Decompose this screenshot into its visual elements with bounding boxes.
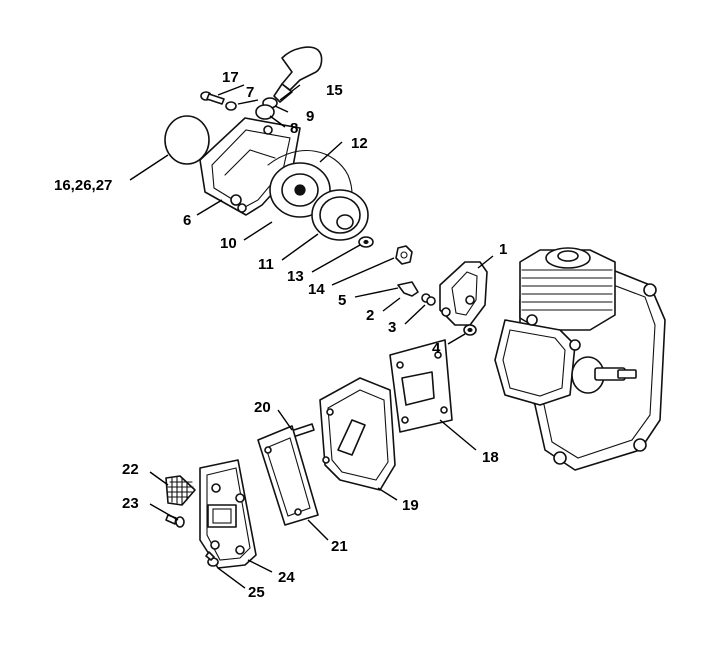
label-part-11: 11: [258, 256, 274, 273]
label-part-19: 19: [402, 497, 419, 514]
engine-block: [494, 247, 666, 471]
part-23-screw: [165, 514, 185, 528]
part-15-starter-grip: [273, 46, 323, 103]
label-part-21: 21: [331, 538, 348, 555]
label-part-1: 1: [499, 241, 507, 258]
label-part-6: 6: [183, 212, 191, 229]
part-7-washer: [225, 101, 237, 111]
label-part-25: 25: [248, 584, 265, 601]
label-part-20: 20: [254, 399, 271, 416]
part-labels: 17 7 15 9 8 12 16,26,27 6 10 11 13 14 1 …: [54, 69, 507, 601]
part-4-washer: [463, 324, 477, 336]
part-13-washer: [358, 236, 374, 248]
part-18-gasket: [389, 339, 453, 433]
part-16-decal: [164, 115, 210, 165]
label-part-10: 10: [220, 235, 237, 252]
label-part-8: 8: [290, 120, 298, 137]
part-2-pawl: [397, 281, 419, 297]
part-17-screw: [200, 91, 225, 105]
label-part-16-26-27: 16,26,27: [54, 177, 112, 194]
part-25-screw: [205, 551, 219, 567]
part-22-screen: [165, 475, 196, 506]
label-part-23: 23: [122, 495, 139, 512]
part-14-nut: [395, 245, 413, 265]
label-part-3: 3: [388, 319, 396, 336]
label-part-15: 15: [326, 82, 343, 99]
part-6-fan-housing: [199, 117, 301, 216]
label-part-12: 12: [351, 135, 368, 152]
label-part-17: 17: [222, 69, 239, 86]
label-part-22: 22: [122, 461, 139, 478]
label-part-14: 14: [308, 281, 325, 298]
part-11-rope-rotor: [311, 189, 369, 241]
label-part-24: 24: [278, 569, 295, 586]
label-part-13: 13: [287, 268, 304, 285]
label-part-2: 2: [366, 307, 374, 324]
label-part-9: 9: [306, 108, 314, 125]
label-part-4: 4: [432, 340, 441, 357]
part-24-end-plate: [199, 459, 257, 569]
part-19-intake-manifold: [319, 377, 396, 491]
label-part-7: 7: [246, 84, 254, 101]
part-21-gasket: [257, 425, 319, 526]
leader-lines: [129, 84, 494, 589]
label-part-5: 5: [338, 292, 346, 309]
label-part-18: 18: [482, 449, 499, 466]
part-3-spring: [421, 293, 436, 306]
part-9-rope-guide: [255, 97, 278, 120]
part-1-pawl-carrier: [439, 261, 488, 326]
